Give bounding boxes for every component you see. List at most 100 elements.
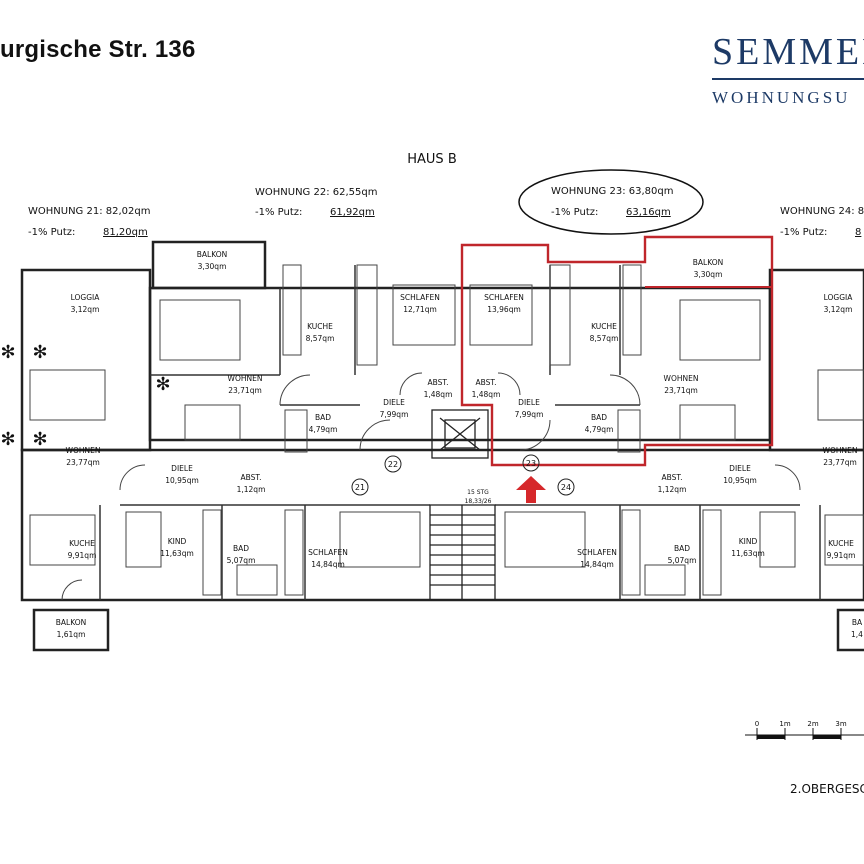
room-name: BALKON [56, 618, 86, 627]
unit-23-putz: -1% Putz: [551, 207, 598, 218]
room-area: 9,91qm [827, 551, 856, 560]
brand-subtitle: WOHNUNGSU [712, 88, 851, 107]
room-name: SCHLAFEN [308, 548, 348, 557]
room-name: BAD [315, 413, 331, 422]
room-name: KUCHE [69, 539, 95, 548]
desk-icon [125, 511, 162, 568]
door-swing-icon [497, 372, 521, 396]
unit-21-title: WOHNUNG 21: 82,02qm [28, 206, 150, 217]
bathtub-icon [284, 409, 308, 453]
floor-label: 2.OBERGESC [790, 782, 864, 796]
room-area: 13,96qm [487, 305, 521, 314]
plant-icon: ✻ [32, 429, 47, 450]
room-area: 1,12qm [658, 485, 687, 494]
room-name: BALKON [197, 250, 227, 259]
door-swing-icon [119, 464, 146, 491]
unit-number-24: 24 [561, 483, 571, 492]
room-name: SCHLAFEN [577, 548, 617, 557]
unit-number-21: 21 [355, 483, 365, 492]
room-area: 23,77qm [66, 458, 100, 467]
room-name: WOHNEN [823, 446, 858, 455]
plant-icon: ✻ [0, 342, 15, 363]
unit-number-circle [557, 478, 575, 496]
room-area: 3,30qm [694, 270, 723, 279]
room-name: KUCHE [828, 539, 854, 548]
room-name: KIND [739, 537, 758, 546]
dining-table-icon [29, 514, 96, 566]
kitchen-counter-icon [622, 264, 642, 356]
room-area: 23,77qm [823, 458, 857, 467]
scale-bar: 0 1m 2m 3m [745, 720, 864, 740]
room-area: 1,48qm [424, 390, 453, 399]
room-area: 9,91qm [68, 551, 97, 560]
room-area: 1,4 [851, 630, 863, 639]
room-name: ABST. [428, 378, 449, 387]
wardrobe-icon [702, 509, 722, 596]
table-icon [679, 404, 736, 441]
unit-23-outline [460, 235, 774, 467]
room-name: SCHLAFEN [400, 293, 440, 302]
room-area: 4,79qm [585, 425, 614, 434]
unit-24-putz: -1% Putz: [780, 227, 827, 238]
room-name: LOGGIA [71, 293, 101, 302]
scale-bar-segment [813, 735, 841, 739]
balcony-21-wall [32, 608, 110, 652]
room-area: 1,12qm [237, 485, 266, 494]
balcony-22-wall [151, 240, 267, 290]
unit-23-putz-value: 63,16qm [626, 207, 671, 218]
room-name: DIELE [171, 464, 193, 473]
room-area: 14,84qm [311, 560, 345, 569]
room-area: 3,12qm [71, 305, 100, 314]
unit-22-putz-value: 61,92qm [330, 207, 375, 218]
unit-21-putz-value: 81,20qm [103, 227, 148, 238]
elevator-shaft [431, 409, 489, 459]
room-area: 8,57qm [306, 334, 335, 343]
room-name: ABST. [476, 378, 497, 387]
door-swing-icon [774, 464, 801, 491]
room-name: WOHNEN [66, 446, 101, 455]
sofa-icon [679, 299, 761, 361]
bed-icon [339, 511, 421, 568]
door-swing-icon [359, 419, 391, 451]
room-name: BAD [233, 544, 249, 553]
elevator-car [444, 419, 476, 449]
scale-label: 2m [807, 720, 818, 728]
room-area: 8,57qm [590, 334, 619, 343]
room-name: ABST. [241, 473, 262, 482]
room-area: 23,71qm [664, 386, 698, 395]
stairs-dims: 18,33/26 [465, 498, 492, 505]
scale-label: 0 [755, 720, 759, 728]
brand-divider [712, 78, 864, 80]
sofa-icon [159, 299, 241, 361]
wardrobe-icon [549, 264, 571, 366]
room-name: BA [852, 618, 863, 627]
room-name: BAD [674, 544, 690, 553]
balcony-24-wall [836, 608, 864, 652]
wardrobe-icon [202, 509, 222, 596]
room-name: LOGGIA [824, 293, 854, 302]
unit-number-22: 22 [388, 460, 398, 469]
door-swing-icon [519, 419, 551, 451]
unit-24-putz-value: 8 [855, 227, 861, 238]
room-name: KIND [168, 537, 187, 546]
entrance-arrow-icon [516, 476, 546, 503]
wardrobe-icon [284, 509, 304, 596]
plant-icon: ✻ [155, 374, 170, 395]
unit-22-title: WOHNUNG 22: 62,55qm [255, 187, 377, 198]
brand-name: SEMMEL [712, 32, 864, 73]
wardrobe-icon [356, 264, 378, 366]
unit-number-23: 23 [526, 459, 536, 468]
address-title: urgische Str. 136 [0, 36, 196, 63]
room-area: 4,79qm [309, 425, 338, 434]
room-name: WOHNEN [664, 374, 699, 383]
room-name: DIELE [729, 464, 751, 473]
door-swing-icon [279, 374, 311, 406]
bathtub-icon [617, 409, 641, 453]
room-area: 12,71qm [403, 305, 437, 314]
plant-icon: ✻ [0, 429, 15, 450]
room-name: BALKON [693, 258, 723, 267]
room-area: 3,30qm [198, 262, 227, 271]
room-area: 3,12qm [824, 305, 853, 314]
room-area: 10,95qm [723, 476, 757, 485]
